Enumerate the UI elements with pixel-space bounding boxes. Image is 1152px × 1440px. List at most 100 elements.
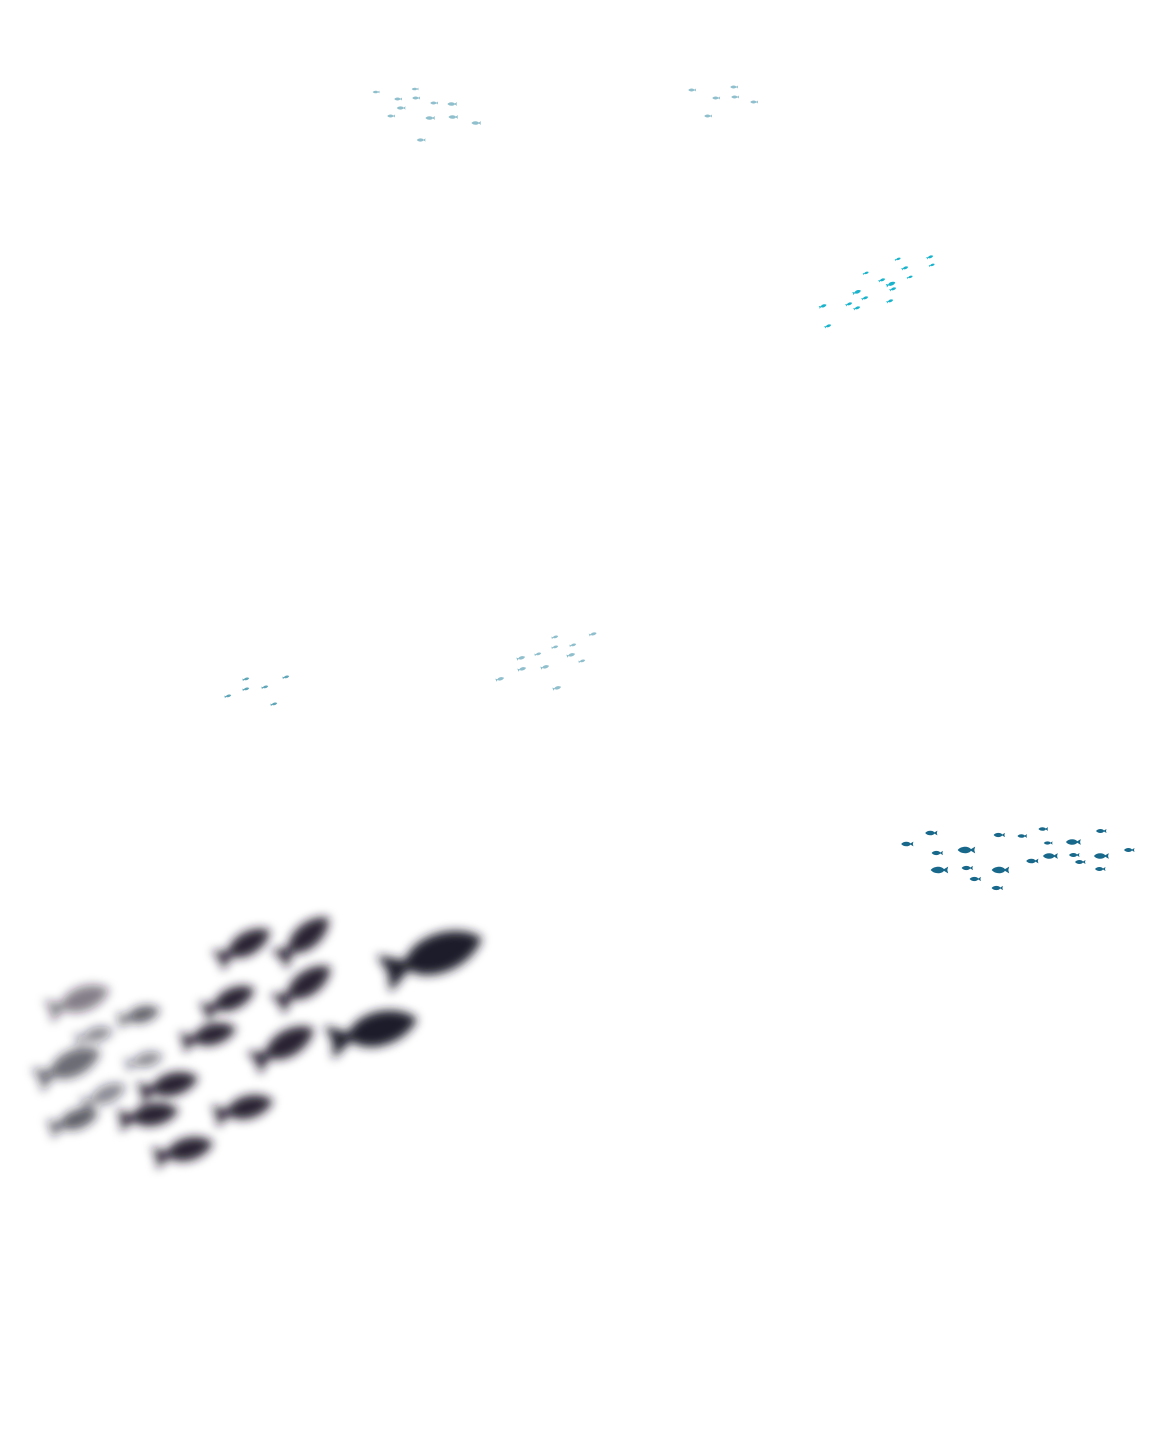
fish-icon	[750, 100, 759, 104]
fish-icon	[885, 280, 896, 288]
teal-school	[901, 827, 1135, 891]
pale-school-top-right	[688, 85, 759, 118]
fish-icon	[853, 305, 861, 311]
fish-icon	[269, 956, 338, 1015]
fish-icon	[704, 114, 713, 118]
fish-icon	[123, 1047, 166, 1073]
fish-icon	[282, 674, 290, 680]
fish-icon	[224, 693, 232, 699]
fish-icon	[1096, 829, 1107, 833]
fish-icon	[878, 277, 886, 283]
fish-icon	[211, 920, 277, 972]
fish-icon	[824, 323, 832, 329]
fish-icon	[578, 658, 586, 664]
fish-icon	[551, 634, 559, 640]
fish-icon	[1042, 853, 1058, 859]
fish-icon	[926, 254, 934, 260]
fish-icon	[928, 262, 936, 268]
fish-icon	[73, 1022, 116, 1048]
fish-icon	[588, 631, 598, 637]
fish-icon	[852, 289, 862, 296]
cyan-school	[818, 254, 936, 329]
fish-icon	[1038, 827, 1049, 831]
fish-icon	[387, 114, 396, 118]
fish-icon	[862, 270, 870, 276]
fish-icon	[886, 298, 894, 304]
fish-icon	[551, 644, 559, 650]
fish-icon	[889, 286, 897, 292]
fish-icon	[1043, 841, 1053, 845]
fish-icon	[242, 686, 250, 692]
fish-icon	[991, 885, 1003, 891]
fish-icon	[447, 102, 458, 106]
fish-icon	[394, 97, 403, 101]
fish-icon	[1069, 853, 1080, 857]
fish-icon	[906, 274, 914, 280]
fish-icon	[712, 96, 721, 100]
fish-icon	[993, 832, 1005, 838]
fish-icon	[198, 978, 260, 1023]
fish-icon	[45, 1102, 102, 1139]
fish-icon	[270, 701, 278, 707]
fish-icon	[961, 865, 973, 871]
fish-icon	[925, 830, 938, 836]
fish-icon	[861, 295, 869, 301]
fish-icon	[448, 115, 459, 119]
fish-icon	[396, 106, 406, 110]
fish-icon	[969, 876, 981, 882]
fish-icon	[246, 1016, 321, 1075]
fish-icon	[376, 919, 489, 993]
fish-icon	[901, 841, 914, 847]
fish-icon	[1075, 860, 1086, 864]
fish-icon	[178, 1017, 239, 1054]
fish-icon	[534, 651, 542, 657]
fish-icon	[730, 85, 739, 89]
fish-icon	[116, 1098, 181, 1133]
fish-icon	[1065, 839, 1081, 845]
fish-icon	[540, 664, 550, 670]
fish-icon	[210, 1089, 277, 1128]
fish-icon	[517, 666, 527, 672]
fish-icon	[901, 265, 909, 271]
fish-icon	[991, 866, 1010, 874]
fish-icon	[894, 256, 902, 262]
dark-blurred-school	[31, 908, 489, 1170]
fish-icon	[930, 866, 949, 874]
fish-icon	[270, 908, 337, 970]
fish-icon	[1093, 853, 1109, 859]
fish-icon	[957, 846, 976, 854]
fish-icon	[845, 301, 853, 307]
fish-icon	[931, 850, 943, 856]
fish-icon	[323, 1001, 422, 1060]
fish-icon	[1095, 867, 1106, 871]
fish-icon	[31, 1038, 106, 1093]
fish-icon	[569, 642, 577, 648]
fish-icon	[552, 685, 562, 691]
fish-icon	[1017, 834, 1028, 838]
fish-icon	[261, 684, 269, 690]
fish-icon	[372, 90, 380, 94]
fish-icon	[566, 652, 576, 658]
fish-icon	[1124, 848, 1135, 852]
fish-icon	[471, 121, 482, 125]
fish-icon	[242, 676, 250, 682]
fish-icon	[688, 88, 697, 92]
fish-icon	[430, 101, 439, 105]
fish-icon	[43, 977, 114, 1024]
small-school-left	[224, 674, 290, 707]
fish-icon	[416, 138, 426, 142]
fish-icon	[135, 1066, 202, 1105]
fish-icon	[818, 303, 828, 309]
pale-school-middle	[495, 631, 598, 691]
fish-icon	[1026, 858, 1039, 864]
fish-icon	[495, 676, 505, 682]
fish-icon	[412, 96, 421, 100]
pale-school-top-left	[372, 87, 482, 142]
fish-icon	[115, 1001, 163, 1029]
fish-icon	[516, 655, 526, 661]
fish-icon	[150, 1131, 217, 1170]
fish-icon	[731, 95, 740, 99]
fish-icon	[411, 87, 419, 91]
fish-icon	[425, 116, 436, 120]
